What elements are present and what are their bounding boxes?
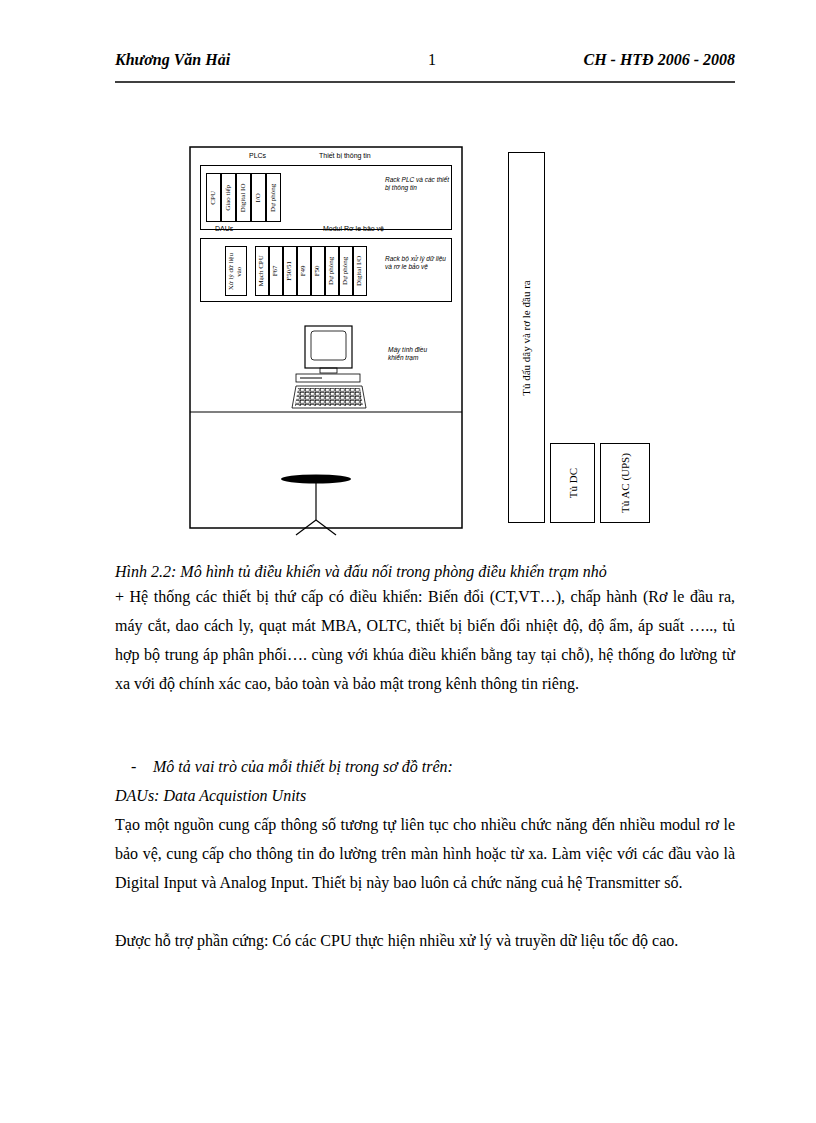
- vertical-label: Mạch CPU: [258, 248, 266, 294]
- relay-module: F67: [269, 246, 283, 296]
- vertical-label: Tủ DC: [566, 445, 578, 521]
- vertical-label: Dự phòng: [270, 175, 278, 220]
- page-number: 1: [382, 50, 482, 69]
- figure-caption: Hình 2.2: Mô hình tủ điều khiển và đấu n…: [115, 562, 735, 582]
- body-paragraph: + Hệ thống các thiết bị thứ cấp có điều …: [115, 582, 735, 698]
- body-paragraph: Tạo một nguồn cung cấp thông số tương tự…: [115, 810, 735, 897]
- data-input-module: Xử lý dữ liệu vào: [225, 246, 247, 296]
- header-course: CH - HTĐ 2006 - 2008: [485, 50, 735, 69]
- vertical-label: F67: [272, 248, 280, 294]
- relay-module: Digital I/O: [353, 246, 367, 296]
- vertical-label: I/O: [255, 175, 263, 220]
- relay-module: F50/51: [283, 246, 297, 296]
- vertical-label: Digital IO: [240, 175, 248, 220]
- plc-module: Digital IO: [236, 173, 251, 222]
- vertical-label: Dự phòng: [328, 248, 336, 294]
- vertical-label: F50/51: [286, 248, 294, 294]
- rack-label: Rack PLC và các thiết bị thông tin: [385, 176, 449, 192]
- relay-module: F49: [297, 246, 311, 296]
- vertical-label: Tủ AC (UPS): [619, 445, 631, 521]
- plc-module: Giao tiếp: [221, 173, 236, 222]
- plc-module: Dự phòng: [266, 173, 281, 222]
- vertical-label: Tủ đấu dây và rơ le đầu ra: [520, 154, 532, 521]
- rack-label: Rack bộ xử lý dữ liệu và rơ le bảo vệ: [385, 255, 449, 271]
- plc-rack: PLCsThiết bị thông tinRack PLC và các th…: [200, 165, 452, 230]
- computer-note: Máy tính điều khiển trạm: [388, 346, 440, 362]
- vertical-label: Giao tiếp: [225, 175, 233, 220]
- vertical-label: F50: [314, 248, 322, 294]
- rack-label: Thiết bị thông tin: [319, 152, 371, 160]
- body-paragraph: Được hỗ trợ phần cứng: Có các CPU thực h…: [115, 926, 735, 955]
- term-heading: DAUs: Data Acquistion Units: [115, 781, 735, 810]
- relay-module: Dự phòng: [339, 246, 353, 296]
- vertical-label: Dự phòng: [342, 248, 350, 294]
- ac-cabinet: Tủ AC (UPS): [600, 443, 650, 523]
- dc-cabinet: Tủ DC: [550, 443, 595, 523]
- header-author: Khương Văn Hải: [115, 50, 315, 69]
- relay-module: Dự phòng: [325, 246, 339, 296]
- dau-rack: DAUsModul Rơ le bảo vệRack bộ xử lý dữ l…: [200, 238, 452, 302]
- rack-label: DAUs: [215, 225, 233, 233]
- plc-module: CPU: [206, 173, 221, 222]
- relay-module: F50: [311, 246, 325, 296]
- vertical-label: Xử lý dữ liệu vào: [228, 248, 243, 294]
- vertical-label: CPU: [210, 175, 218, 220]
- wiring-cabinet: Tủ đấu dây và rơ le đầu ra: [508, 152, 545, 523]
- vertical-label: Digital I/O: [356, 248, 364, 294]
- vertical-label: F49: [300, 248, 308, 294]
- bullet-text: Mô tả vai trò của mỗi thiết bị trong sơ …: [153, 752, 735, 781]
- relay-module: Mạch CPU: [255, 246, 269, 296]
- rack-label: PLCs: [249, 152, 266, 160]
- plc-module: I/O: [251, 173, 266, 222]
- rack-label: Modul Rơ le bảo vệ: [323, 225, 384, 233]
- bullet: -: [131, 752, 143, 781]
